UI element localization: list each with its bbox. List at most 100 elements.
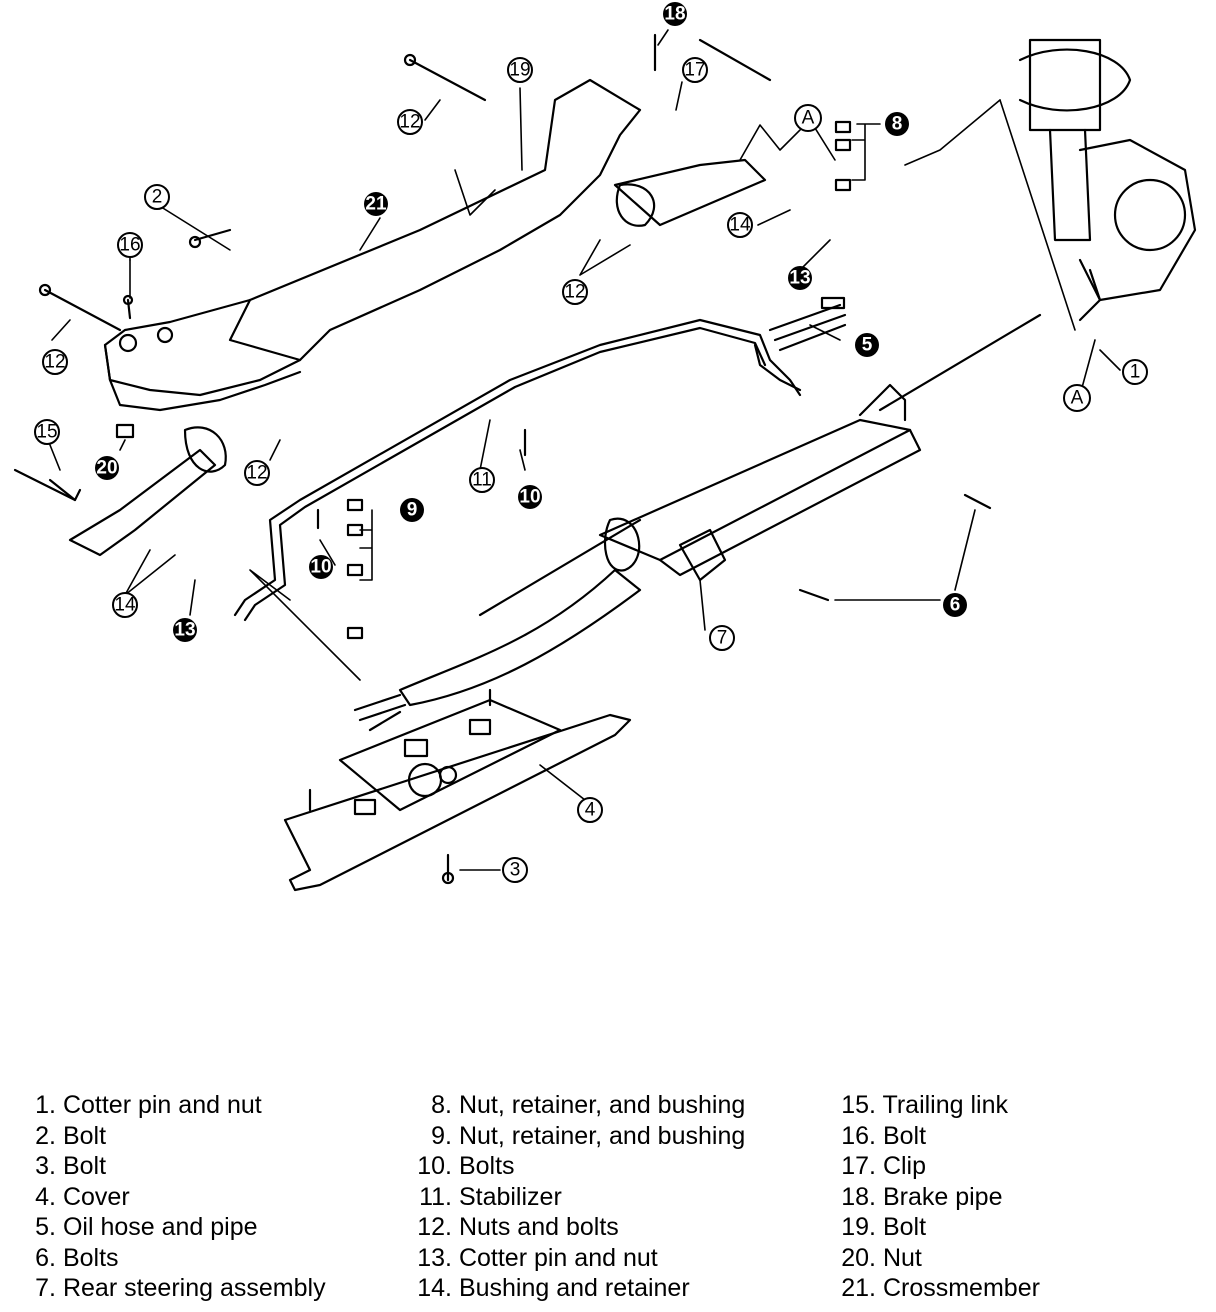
legend-item: 8. Nut, retainer, and bushing	[431, 1091, 746, 1119]
callout-1: 1	[1122, 359, 1148, 385]
svg-text:A: A	[1071, 388, 1084, 409]
svg-text:15: 15	[36, 422, 57, 443]
legend-item: 19. Bolt	[841, 1213, 927, 1241]
legend-column-2: 8. Nut, retainer, and bushing 9. Nut, re…	[404, 1090, 745, 1304]
svg-text:8: 8	[892, 114, 903, 135]
callout-13-left: 13	[173, 618, 197, 642]
svg-text:9: 9	[407, 500, 418, 521]
svg-text:20: 20	[96, 458, 117, 479]
legend-item: 9. Nut, retainer, and bushing	[431, 1121, 746, 1150]
svg-text:12: 12	[44, 352, 65, 373]
leader-lines	[49, 29, 1121, 871]
legend-item: 3. Bolt	[35, 1152, 107, 1180]
bolt-12-left	[38, 283, 122, 332]
callout-16: 16	[117, 232, 143, 258]
svg-text:6: 6	[950, 595, 961, 616]
svg-text:21: 21	[365, 194, 387, 215]
callout-20: 20	[95, 456, 119, 480]
legend-item: 7. Rear steering assembly	[35, 1274, 326, 1302]
crossmember	[103, 78, 642, 412]
legend-item: 15. Trailing link	[841, 1091, 1009, 1119]
callout-5: 5	[855, 333, 879, 357]
svg-text:18: 18	[664, 4, 685, 25]
legend-column-3: 15. Trailing link 16. Bolt 17. Clip 18. …	[830, 1090, 1040, 1304]
svg-text:12: 12	[564, 282, 585, 303]
bushings-8	[834, 120, 852, 192]
strut-assembly	[1018, 38, 1197, 322]
bushings-9	[346, 498, 364, 640]
trailing-link-right	[613, 38, 772, 227]
oil-hose-and-pipe	[753, 296, 847, 392]
trailing-link-left	[13, 426, 227, 557]
bolt-16	[122, 294, 134, 320]
bolt-6	[798, 493, 992, 602]
svg-text:11: 11	[472, 470, 492, 491]
callout-15: 15	[34, 419, 60, 445]
svg-text:14: 14	[729, 215, 751, 236]
legend-item: 11. Stabilizer	[419, 1182, 562, 1211]
svg-text:10: 10	[310, 557, 331, 578]
callout-12-top: 12	[397, 109, 423, 135]
callout-10-left: 10	[309, 555, 333, 579]
svg-text:14: 14	[114, 595, 136, 616]
legend-item: 2. Bolt	[35, 1121, 107, 1150]
callout-12-center: 12	[244, 460, 270, 486]
callout-4: 4	[577, 797, 603, 823]
legend-item: 14. Bushing and retainer	[417, 1274, 690, 1302]
legend-item: 4. Cover	[35, 1182, 130, 1211]
legend-item: 16. Bolt	[841, 1121, 927, 1150]
svg-text:2: 2	[152, 187, 163, 208]
svg-text:10: 10	[519, 487, 540, 508]
svg-text:12: 12	[399, 112, 420, 133]
svg-text:1: 1	[1130, 362, 1141, 383]
callout-14-left: 14	[112, 592, 138, 618]
callout-19: 19	[507, 57, 533, 83]
svg-text:7: 7	[717, 628, 728, 649]
legend-item: 18. Brake pipe	[841, 1182, 1003, 1211]
svg-text:17: 17	[684, 60, 705, 81]
legend-item: 6. Bolts	[35, 1243, 119, 1272]
callout-6: 6	[943, 593, 967, 617]
callout-A-top: A	[794, 104, 822, 132]
legend-column-1: 1. Cotter pin and nut 2. Bolt 3. Bolt 4.…	[22, 1090, 326, 1304]
callout-2: 2	[144, 184, 170, 210]
callout-17: 17	[682, 57, 708, 83]
svg-text:13: 13	[789, 268, 810, 289]
svg-text:16: 16	[119, 235, 140, 256]
exploded-view-diagram: 1 2 3 4 7 11 12 12 12 12 14 14 15 16 17 …	[13, 2, 1197, 892]
callout-21: 21	[364, 192, 388, 216]
svg-text:3: 3	[510, 860, 521, 881]
callout-3: 3	[502, 857, 528, 883]
callout-A-right: A	[1063, 384, 1091, 412]
svg-text:19: 19	[509, 60, 530, 81]
legend-item: 21. Crossmember	[841, 1274, 1040, 1302]
legend-item: 20. Nut	[841, 1243, 922, 1272]
callout-10-center: 10	[518, 485, 542, 509]
bolt-3	[441, 853, 455, 885]
stabilizer	[233, 318, 802, 622]
svg-text:A: A	[802, 108, 815, 129]
callout-14-right: 14	[727, 212, 753, 238]
callout-11: 11	[469, 467, 495, 493]
callout-13-right: 13	[788, 266, 812, 290]
svg-text:12: 12	[246, 463, 267, 484]
svg-text:13: 13	[174, 620, 195, 641]
callout-12-right: 12	[562, 279, 588, 305]
rear-steering-assembly	[353, 313, 1042, 732]
callout-7: 7	[709, 625, 735, 651]
legend-item: 1. Cotter pin and nut	[35, 1091, 262, 1119]
cover	[283, 688, 632, 892]
legend-item: 12. Nuts and bolts	[417, 1213, 619, 1241]
svg-text:4: 4	[585, 800, 596, 821]
callout-12-left: 12	[42, 349, 68, 375]
legend-item: 17. Clip	[841, 1152, 927, 1180]
callout-8: 8	[885, 112, 909, 136]
nut-20	[115, 423, 135, 439]
svg-text:5: 5	[862, 335, 873, 356]
legend-item: 13. Cotter pin and nut	[417, 1243, 658, 1272]
bolt-10	[316, 428, 527, 530]
callout-9: 9	[400, 498, 424, 522]
legend-item: 10. Bolts	[417, 1152, 515, 1180]
bolt-12-top	[403, 53, 487, 102]
callout-18: 18	[663, 2, 687, 26]
